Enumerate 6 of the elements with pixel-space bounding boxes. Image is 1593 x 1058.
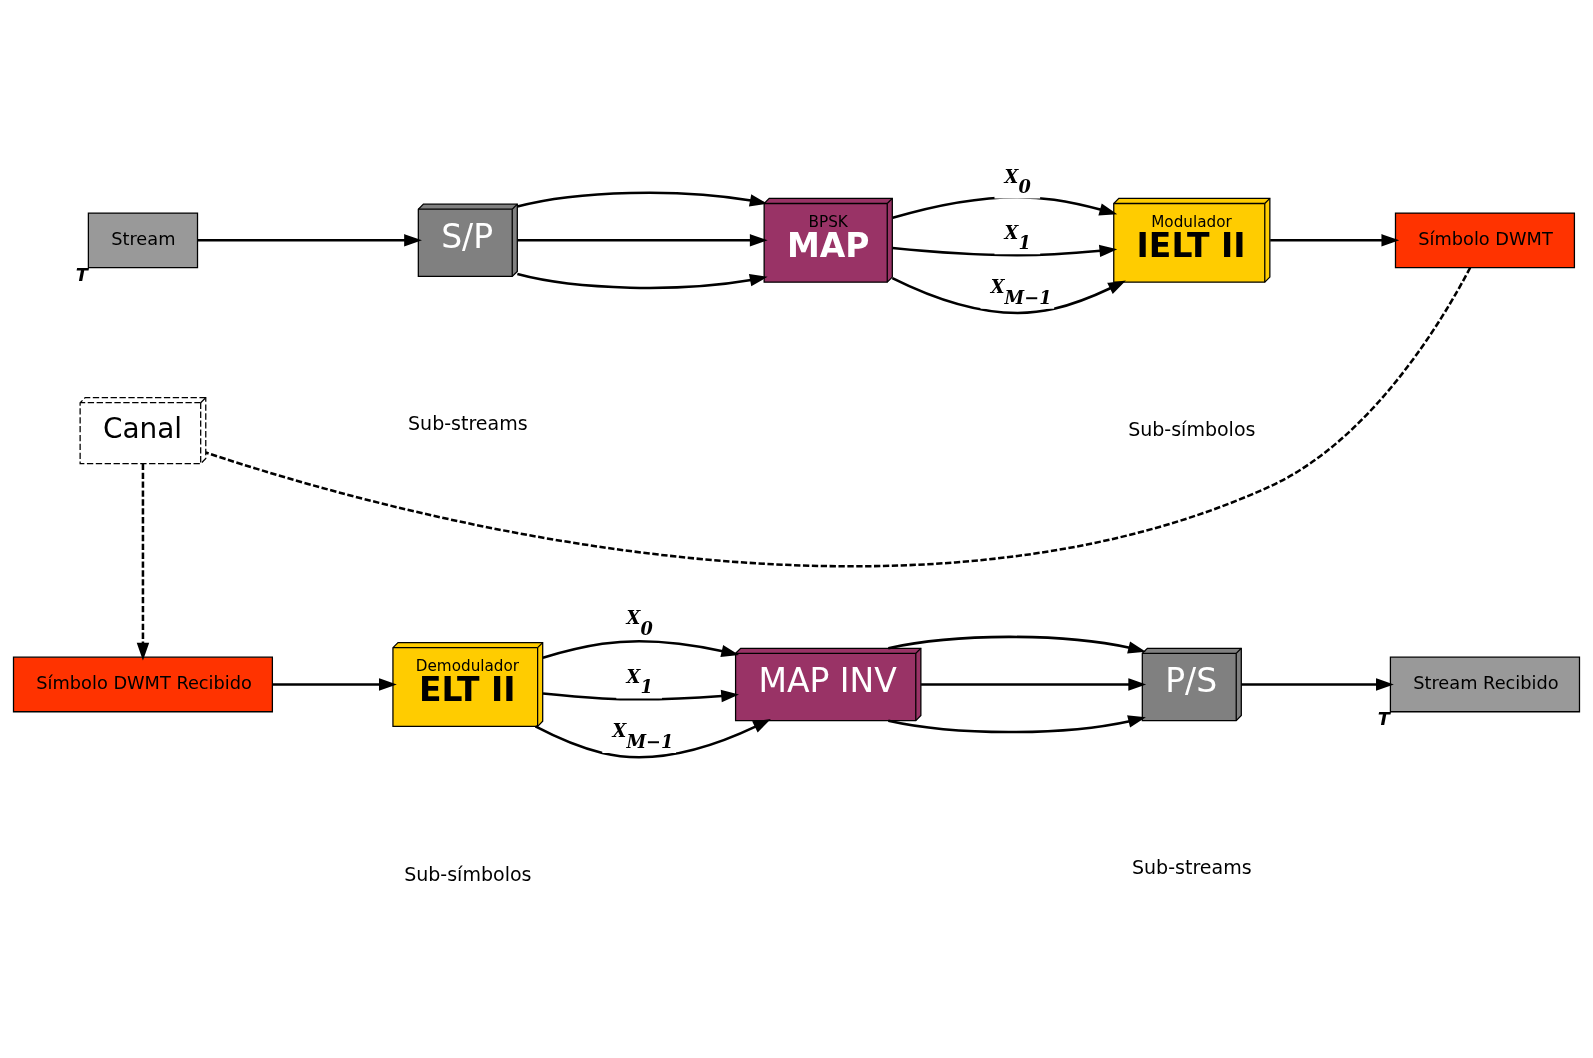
label: Sub-símbolos	[404, 862, 532, 885]
label: Sub-símbolos	[1128, 418, 1256, 441]
label: Sub-streams	[1132, 856, 1252, 879]
label: Sub-streams	[408, 412, 528, 435]
node-label: T	[1377, 708, 1390, 729]
node-label: T	[75, 264, 88, 285]
